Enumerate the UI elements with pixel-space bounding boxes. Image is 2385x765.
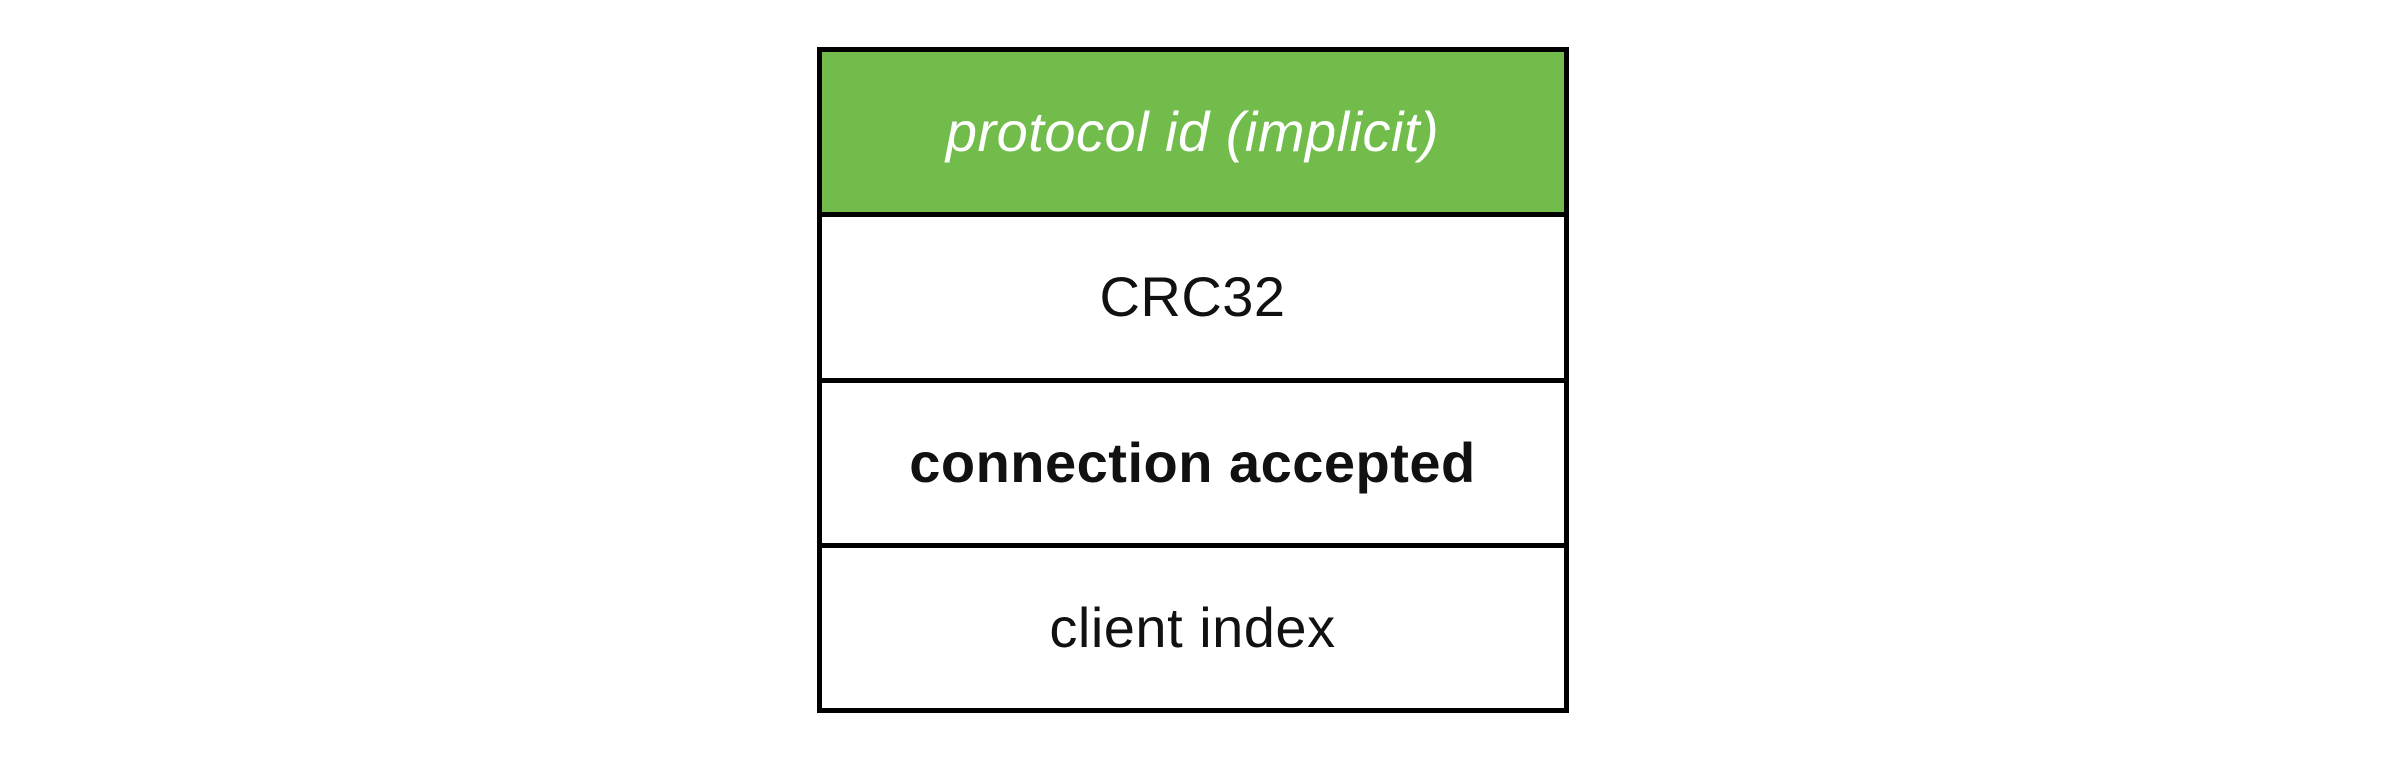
packet-row-protocol-id: protocol id (implicit): [821, 52, 1564, 213]
packet-diagram: protocol id (implicit) CRC32 connection …: [816, 47, 1569, 713]
packet-row-client-index-label: client index: [1049, 595, 1336, 659]
packet-row-protocol-id-label: protocol id (implicit): [945, 100, 1440, 164]
packet-row-crc32: CRC32: [821, 212, 1564, 378]
packet-row-crc32-label: CRC32: [1099, 265, 1286, 329]
page-background: protocol id (implicit) CRC32 connection …: [0, 47, 2385, 765]
packet-row-connection-accepted-label: connection accepted: [909, 430, 1476, 494]
packet-row-client-index: client index: [821, 542, 1564, 708]
packet-row-connection-accepted: connection accepted: [821, 377, 1564, 543]
